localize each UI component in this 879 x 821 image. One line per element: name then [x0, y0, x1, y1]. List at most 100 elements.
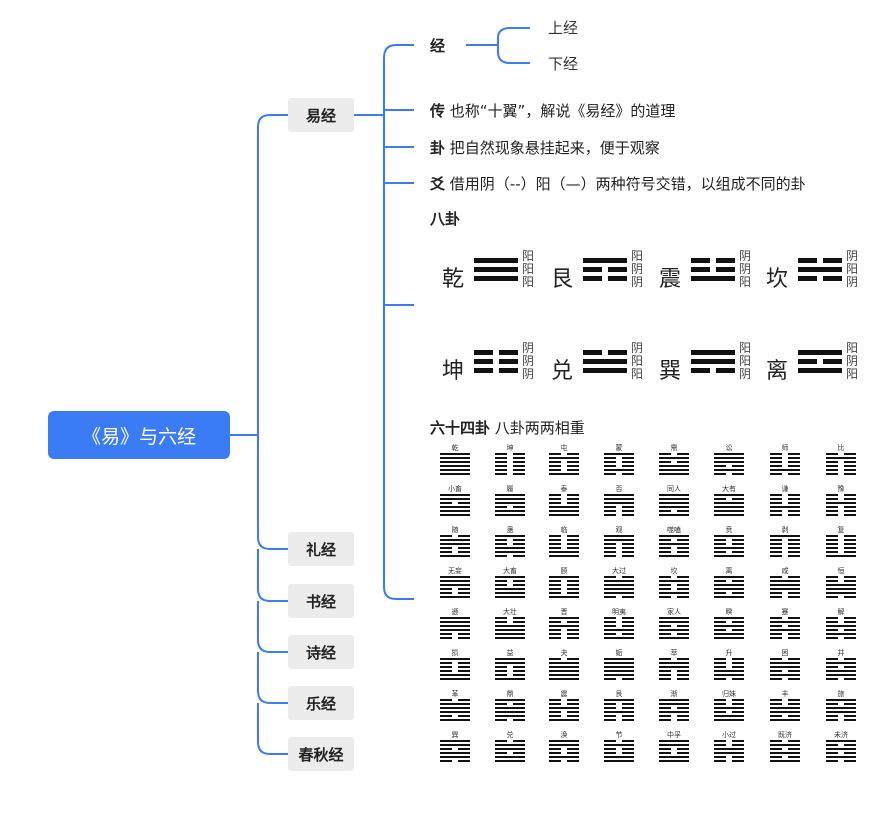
- hexagram-name: 小畜: [448, 485, 462, 493]
- node-gua[interactable]: 卦 把自然现象悬挂起来，便于观察: [430, 139, 660, 157]
- yang-line: [495, 576, 525, 578]
- hexagram: 谦: [770, 485, 800, 521]
- yin-line: [798, 258, 842, 263]
- yin-line: [826, 494, 856, 496]
- yin-line: [826, 510, 856, 512]
- hexagram: 困: [770, 649, 800, 685]
- yin-line: [714, 760, 744, 762]
- hexagram: 小过: [714, 731, 744, 767]
- yang-line: [549, 457, 579, 459]
- yin-line: [549, 633, 579, 635]
- yang-line: [604, 580, 634, 582]
- yin-line: [604, 715, 634, 717]
- yang-line: [659, 703, 689, 705]
- hexagram-name: 履: [506, 485, 514, 493]
- yin-line: [659, 719, 689, 721]
- trigram-line-label: 阴: [846, 275, 859, 289]
- yang-line: [659, 473, 689, 475]
- hexagram: 艮: [604, 690, 634, 726]
- hexagram: 讼: [714, 444, 744, 480]
- yin-line: [604, 596, 634, 598]
- branch-shujing[interactable]: 书经: [288, 584, 354, 618]
- hexagram: 萃: [659, 649, 689, 685]
- yin-line: [714, 678, 744, 680]
- hexagram-name: 家人: [667, 608, 681, 616]
- yang-line: [604, 498, 634, 500]
- yin-line: [549, 502, 579, 504]
- yang-line: [440, 625, 470, 627]
- yin-line: [770, 543, 800, 545]
- yin-line: [714, 629, 744, 631]
- yin-line: [770, 551, 800, 553]
- yang-line: [440, 711, 470, 713]
- yin-line: [714, 551, 744, 553]
- yang-line: [440, 461, 470, 463]
- yin-line: [549, 469, 579, 471]
- trigram-name: 离: [766, 359, 789, 384]
- yin-line: [770, 756, 800, 758]
- node-shangjing[interactable]: 上经: [548, 19, 579, 37]
- branch-shijing[interactable]: 诗经: [288, 635, 354, 669]
- yang-line: [604, 711, 634, 713]
- hexagram: 井: [826, 649, 856, 685]
- yin-line: [495, 539, 525, 541]
- yin-line: [549, 580, 579, 582]
- branch-chunqiujing[interactable]: 春秋经: [288, 737, 354, 771]
- yin-line: [826, 752, 856, 754]
- yang-line: [770, 752, 800, 754]
- yang-line: [495, 662, 525, 664]
- yin-line: [826, 580, 856, 582]
- hexagram-name: 泰: [560, 485, 568, 493]
- hexagram: 豫: [826, 485, 856, 521]
- yin-line: [549, 539, 579, 541]
- yin-line: [474, 359, 518, 364]
- yin-line: [659, 551, 689, 553]
- yin-line: [826, 473, 856, 475]
- node-yao[interactable]: 爻 借用阴（--）阳（—）两种符号交错，以组成不同的卦: [430, 175, 806, 193]
- yang-line: [714, 715, 744, 717]
- yang-line: [770, 666, 800, 668]
- trigram-name: 震: [659, 267, 682, 292]
- branch-yijing[interactable]: 易经: [288, 98, 354, 132]
- yin-line: [770, 461, 800, 463]
- yang-line: [495, 760, 525, 762]
- yang-line: [659, 555, 689, 557]
- yang-line: [495, 744, 525, 746]
- hexagram-name: 明夷: [612, 608, 626, 616]
- yin-line: [549, 637, 579, 639]
- yang-line: [604, 502, 634, 504]
- yang-line: [440, 744, 470, 746]
- yin-line: [826, 621, 856, 623]
- hexagram-name: 睽: [725, 608, 733, 616]
- yin-line: [495, 469, 525, 471]
- yin-line: [826, 469, 856, 471]
- hexagram-name: 中孚: [667, 731, 681, 739]
- yin-line: [440, 592, 470, 594]
- yin-line: [549, 711, 579, 713]
- yin-line: [549, 453, 579, 455]
- yin-line: [826, 629, 856, 631]
- root-node[interactable]: 《易》与六经: [48, 411, 230, 459]
- hexagram-name: 需: [670, 444, 678, 452]
- node-zhuan[interactable]: 传 也称“十翼”，解说《易经》的道理: [430, 102, 676, 120]
- hexagram: 益: [495, 649, 525, 685]
- node-xiajing[interactable]: 下经: [548, 55, 579, 73]
- yang-line: [495, 494, 525, 496]
- yang-line: [549, 744, 579, 746]
- branch-yuejing[interactable]: 乐经: [288, 686, 354, 720]
- branch-lijing[interactable]: 礼经: [288, 532, 354, 566]
- node-jing[interactable]: 经: [430, 37, 446, 55]
- yin-line: [549, 752, 579, 754]
- yang-line: [440, 580, 470, 582]
- yang-line: [826, 457, 856, 459]
- yin-line: [495, 617, 525, 619]
- yang-line: [826, 756, 856, 758]
- yin-line: [714, 666, 744, 668]
- yin-line: [583, 276, 627, 281]
- hexagram: 小畜: [440, 485, 470, 521]
- yang-line: [440, 740, 470, 742]
- yang-line: [583, 258, 627, 263]
- yang-line: [474, 267, 518, 272]
- trigram-line-label: 阳: [522, 262, 535, 276]
- yang-line: [583, 359, 627, 364]
